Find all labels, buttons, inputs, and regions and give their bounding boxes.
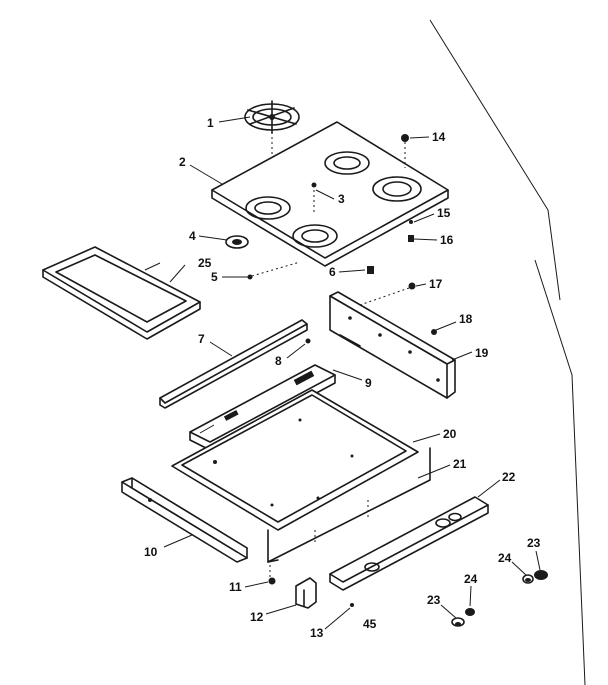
label-part-22: 22 [502,470,516,484]
screw-45 [350,603,354,607]
part-number-labels: 1 2 3 4 5 6 7 8 9 10 11 12 13 14 15 16 1… [144,116,541,640]
burner-cap [225,235,249,249]
label-part-24-left: 24 [464,572,478,586]
rear-bracket [329,291,456,399]
label-part-11: 11 [229,580,242,594]
leader-lines [163,116,541,630]
cooktop-glass-tray [42,246,201,340]
page-edge-lines [429,19,586,685]
small-bracket [295,577,317,609]
label-part-12: 12 [250,610,264,624]
label-part-17: 17 [429,277,443,291]
fasteners-14-15-16 [401,134,414,242]
label-part-8: 8 [275,354,282,368]
label-part-6: 6 [329,265,336,279]
label-part-10: 10 [144,545,158,559]
label-part-1: 1 [207,116,214,130]
label-part-21: 21 [453,457,467,471]
bottom-pan [267,447,431,578]
label-part-24-right: 24 [498,551,512,565]
label-part-18: 18 [459,312,473,326]
label-part-9: 9 [365,376,372,390]
label-part-5: 5 [211,270,218,284]
screw-5 [247,261,301,280]
knob-set-right [522,570,548,584]
screw-6 [367,266,374,274]
label-part-4: 4 [189,229,196,243]
label-part-25: 25 [198,256,212,270]
label-part-45: 45 [363,617,377,631]
label-part-3: 3 [338,192,345,206]
label-part-2: 2 [179,155,186,169]
cooktop-panel [211,121,449,267]
screws-17-18 [359,282,437,335]
burner-box [171,389,419,531]
knob-set-left [451,608,475,627]
front-trim-strip [159,319,308,409]
label-part-14: 14 [432,130,446,144]
screw-8 [305,338,311,344]
burner-grate [244,100,300,192]
label-part-15: 15 [437,206,451,220]
front-panel [121,477,248,563]
label-part-19: 19 [475,346,489,360]
label-part-16: 16 [440,233,454,247]
label-part-7: 7 [198,332,205,346]
label-part-20: 20 [443,427,457,441]
label-part-23-right: 23 [527,536,541,550]
label-part-23-left: 23 [427,593,441,607]
front-rail [329,496,489,591]
label-part-13: 13 [310,626,324,640]
screw-11 [268,577,276,585]
